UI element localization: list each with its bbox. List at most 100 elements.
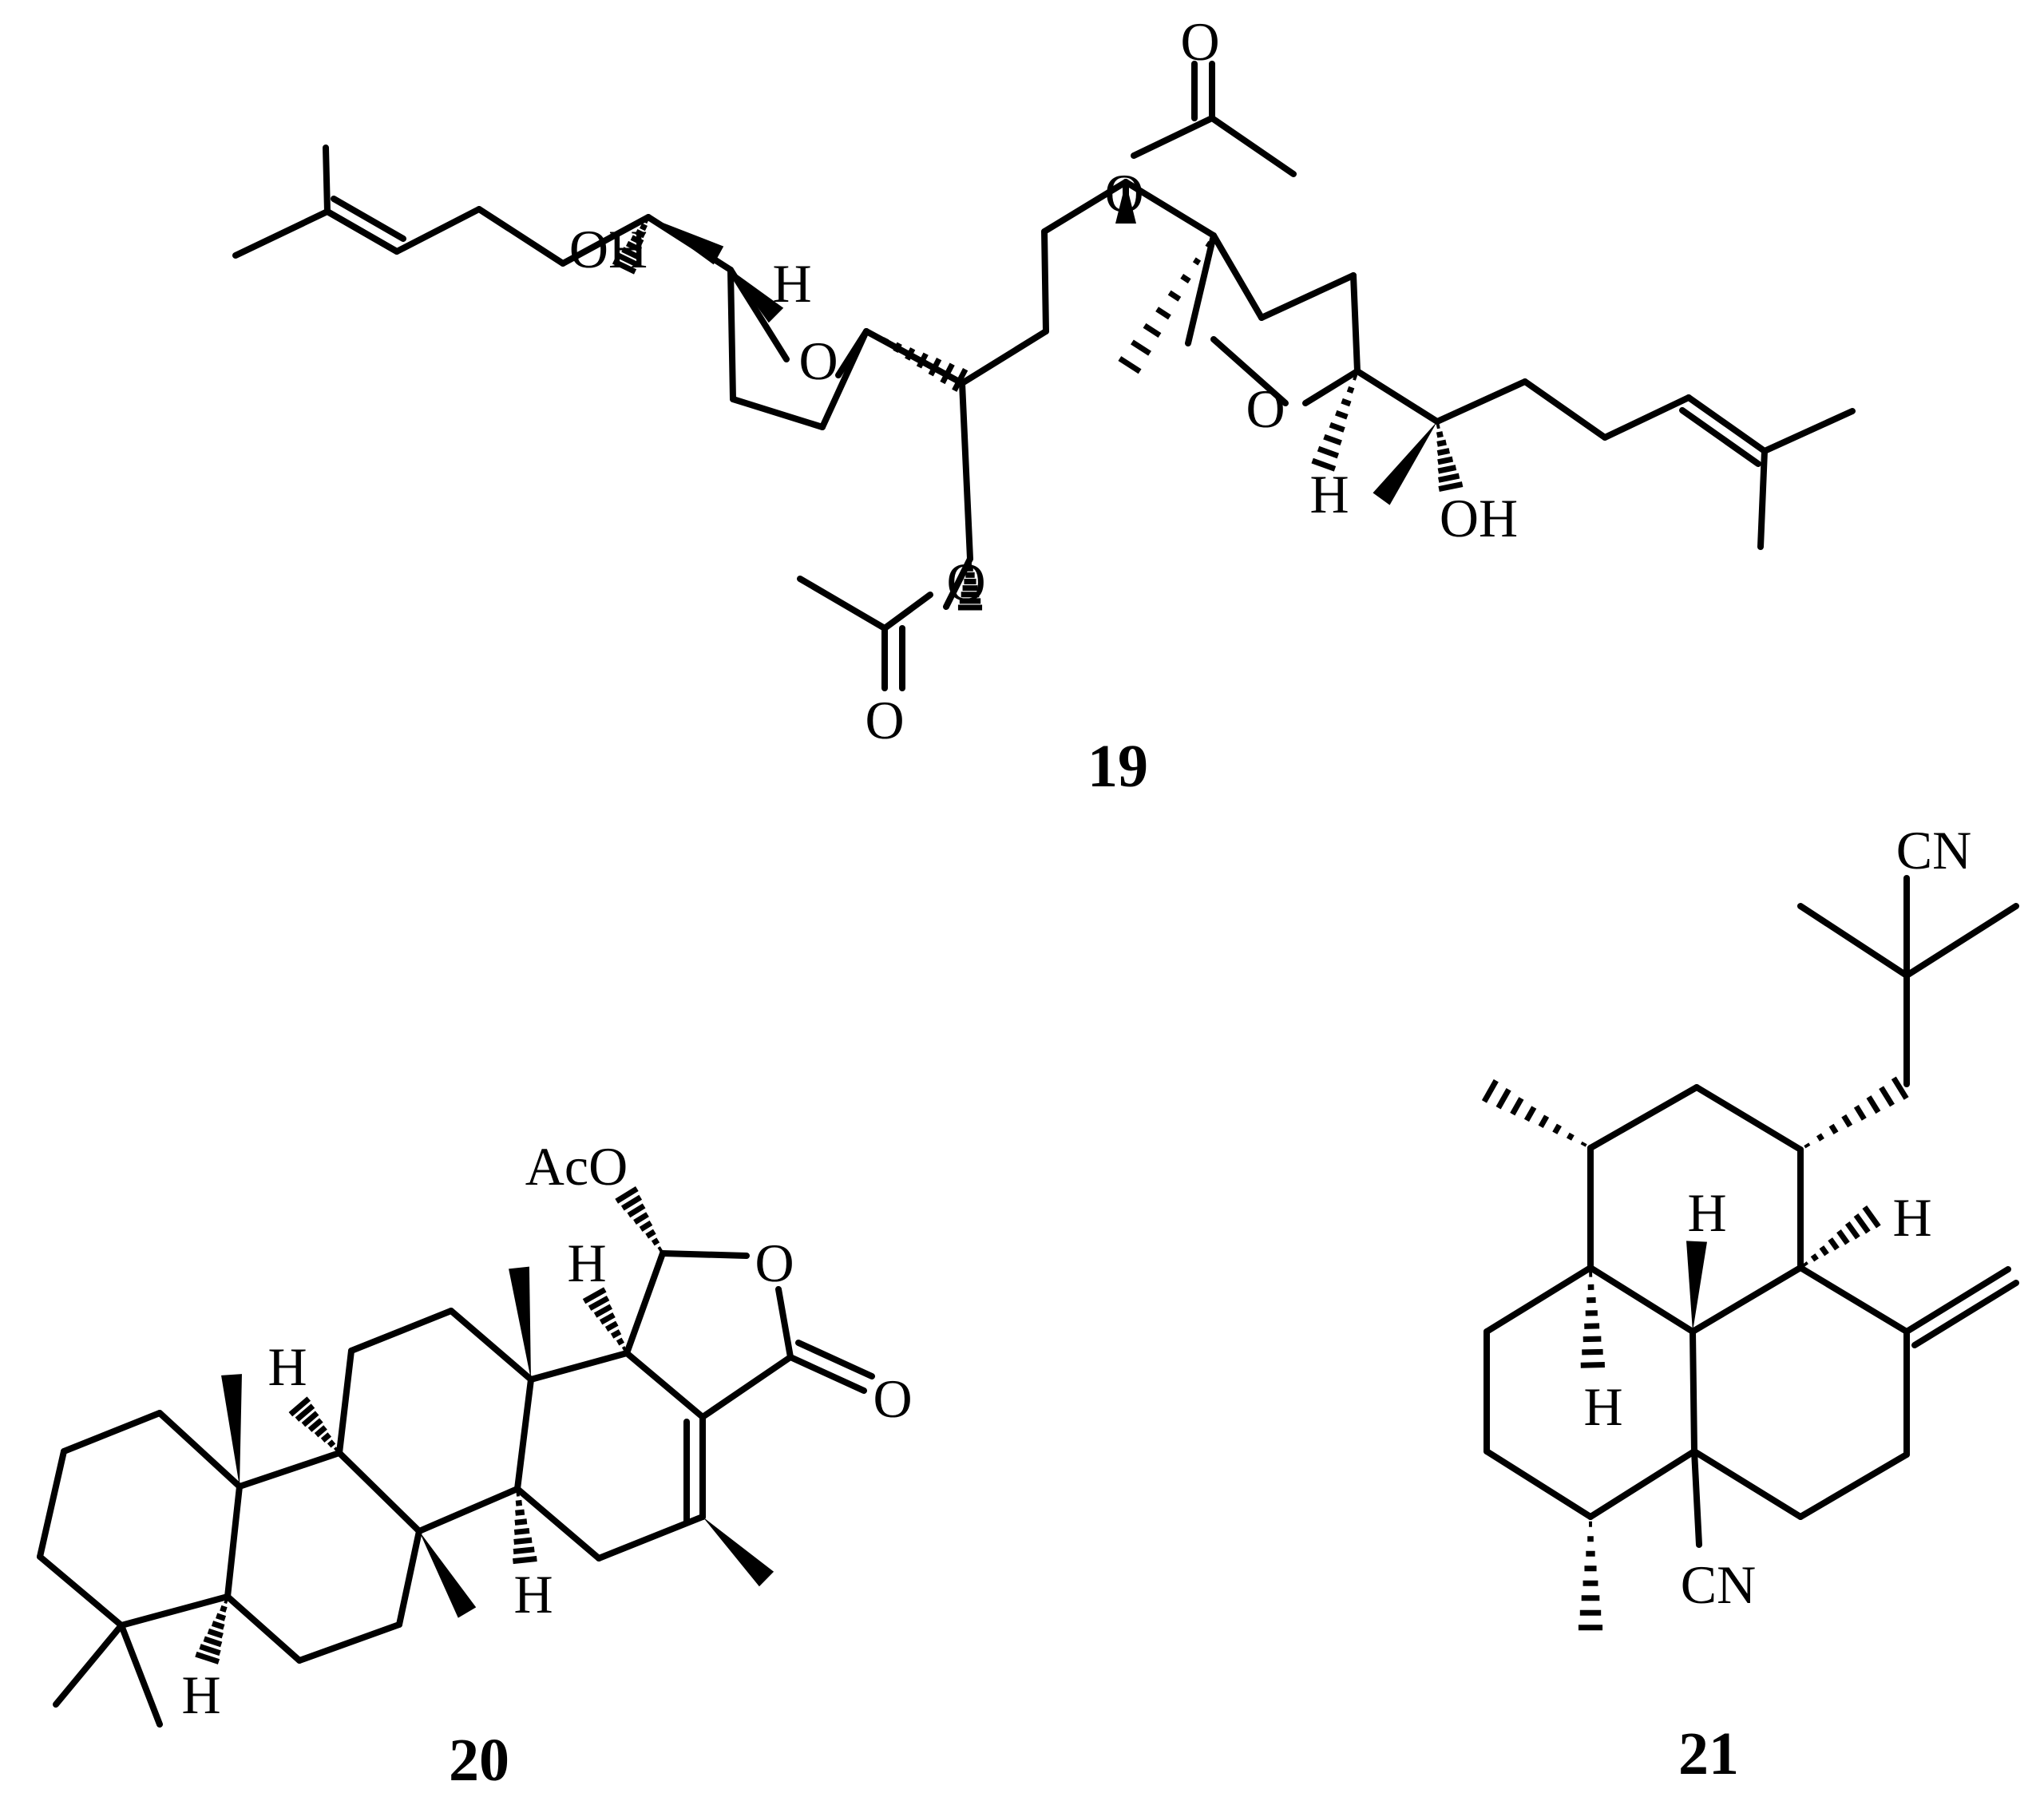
hash-bond xyxy=(1891,1076,1909,1100)
compound-19-structure xyxy=(232,61,1856,691)
hash-bond xyxy=(307,1418,323,1432)
hash-bond xyxy=(1583,1336,1602,1343)
single-bond xyxy=(476,206,566,267)
hash-bond xyxy=(1323,433,1342,446)
double-bond xyxy=(1679,407,1761,467)
hash-bond xyxy=(657,1246,664,1253)
single-bond xyxy=(959,380,973,562)
single-bond xyxy=(1483,1265,1594,1335)
single-bond xyxy=(560,214,652,267)
single-bond xyxy=(118,1622,163,1728)
single-bond xyxy=(1131,115,1215,159)
hash-bond xyxy=(1481,1079,1499,1103)
single-bond xyxy=(881,592,933,631)
hash-bond xyxy=(640,223,648,232)
hash-bond xyxy=(1862,1205,1881,1229)
double-bond xyxy=(795,1340,875,1379)
hash-bond xyxy=(588,1295,610,1311)
single-bond xyxy=(835,328,869,378)
hash-bond xyxy=(1879,1086,1895,1107)
single-bond xyxy=(1691,1448,1702,1548)
single-bond xyxy=(624,1350,706,1420)
double-bond xyxy=(324,208,400,255)
single-bond xyxy=(1797,1265,1910,1335)
hash-bond xyxy=(621,247,640,260)
single-bond xyxy=(1123,179,1217,239)
single-bond xyxy=(1210,232,1265,321)
single-bond xyxy=(336,1450,422,1534)
hash-bond xyxy=(207,1628,224,1639)
single-bond xyxy=(797,576,888,631)
single-bond xyxy=(943,556,973,610)
hash-bond xyxy=(320,1432,332,1443)
single-bond xyxy=(396,1528,422,1628)
double-bond xyxy=(1686,394,1768,454)
h-label: H xyxy=(1583,1376,1622,1437)
double-bond xyxy=(1903,1266,2011,1335)
hash-bond xyxy=(513,1527,530,1535)
hash-bond xyxy=(635,228,646,239)
single-bond xyxy=(730,396,826,430)
single-bond xyxy=(448,1308,534,1383)
h-label: H xyxy=(1309,464,1349,524)
hash-bond xyxy=(195,1651,220,1664)
single-bond xyxy=(1522,378,1608,441)
ester-oxygen-label: O xyxy=(946,552,985,612)
hash-bond xyxy=(1828,1237,1840,1251)
hash-bond xyxy=(1844,1221,1860,1240)
hash-bond xyxy=(616,252,639,267)
single-bond xyxy=(1761,408,1856,454)
carbonyl-oxygen-label: O xyxy=(865,690,904,750)
single-bond xyxy=(61,1410,163,1455)
nitrile-label: CN xyxy=(1681,1554,1756,1615)
hash-bond xyxy=(1436,448,1450,457)
ring-oxygen-label: O xyxy=(798,331,838,391)
hash-bond xyxy=(327,1439,336,1448)
hash-bond xyxy=(1866,1095,1881,1114)
hash-bond xyxy=(1346,386,1355,394)
compound-21-structure xyxy=(1481,875,2019,1631)
single-bond xyxy=(53,1622,125,1708)
single-bond xyxy=(37,1554,125,1629)
single-bond xyxy=(727,267,736,402)
hash-bond xyxy=(1836,1229,1850,1245)
single-bond xyxy=(1041,228,1049,334)
hash-bond xyxy=(630,235,644,246)
hash-bond xyxy=(1205,240,1211,247)
hash-bond xyxy=(644,217,650,224)
h-label: H xyxy=(1892,1187,1931,1248)
hash-bond xyxy=(1329,422,1345,433)
wedge-bond xyxy=(419,1531,477,1618)
single-bond xyxy=(323,144,331,215)
single-bond xyxy=(1797,1451,1910,1520)
hash-bond xyxy=(599,1312,616,1325)
hash-bond xyxy=(1192,257,1202,266)
hash-bond xyxy=(610,1329,622,1339)
single-bond xyxy=(1602,394,1692,441)
hash-bond xyxy=(1538,1114,1550,1129)
single-bond xyxy=(1691,1448,1804,1520)
hash-bond xyxy=(869,331,876,338)
single-bond xyxy=(1689,1265,1804,1335)
hash-bond xyxy=(1828,1123,1839,1135)
single-bond xyxy=(1587,1084,1700,1151)
wedge-bond xyxy=(703,1517,774,1587)
hash-bond xyxy=(645,1229,656,1239)
hash-bond xyxy=(639,1220,653,1232)
hash-bond xyxy=(940,362,955,385)
carbonyl-oxygen-label: O xyxy=(873,1368,912,1429)
hash-bond xyxy=(1438,473,1460,483)
single-bond xyxy=(1693,1084,1804,1153)
hash-bond xyxy=(627,1203,646,1218)
hash-bond xyxy=(1437,465,1457,474)
hash-bond xyxy=(211,1621,225,1630)
hash-bond xyxy=(1118,356,1142,374)
hash-bond xyxy=(1853,1213,1871,1234)
carbonyl-oxygen-label: O xyxy=(1180,11,1219,72)
h-label: H xyxy=(513,1564,553,1625)
hash-bond xyxy=(893,342,902,353)
hash-bond xyxy=(216,1613,227,1621)
single-bond xyxy=(224,1593,303,1664)
single-bond xyxy=(660,1250,750,1259)
wedge-bond xyxy=(648,217,724,265)
